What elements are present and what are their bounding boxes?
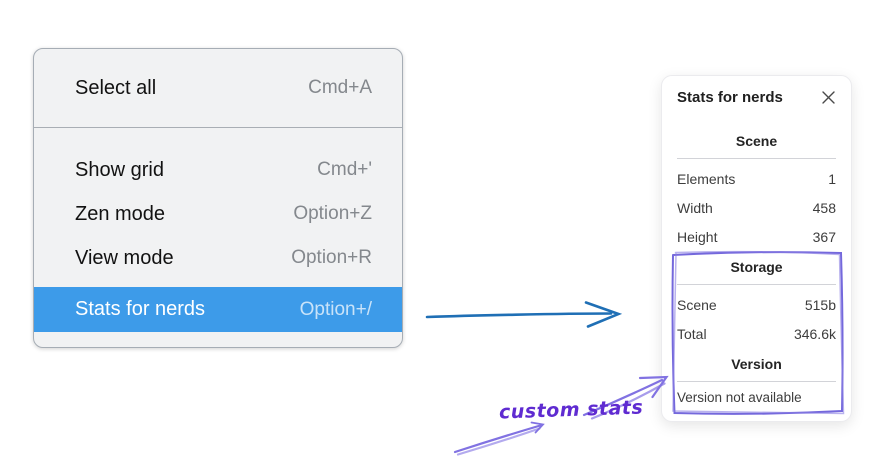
- menu-item-shortcut: Option+R: [291, 247, 372, 268]
- stat-value: 1: [828, 170, 836, 187]
- stat-label: Total: [677, 325, 707, 342]
- scene-rows: Elements 1 Width 458 Height 367: [677, 164, 836, 251]
- menu-item-label: Select all: [75, 76, 157, 99]
- section-header-storage: Storage: [730, 259, 783, 275]
- section-header-scene: Scene: [735, 133, 778, 149]
- stats-panel-header: Stats for nerds: [677, 88, 836, 107]
- flow-arrow: [425, 301, 623, 328]
- section-divider: [677, 158, 836, 159]
- storage-rows: Scene 515b Total 346.6k: [677, 290, 836, 348]
- menu-divider: [34, 127, 402, 128]
- stat-row-width: Width 458: [677, 193, 836, 222]
- section-divider: [677, 284, 836, 285]
- stat-value: 515b: [804, 296, 836, 313]
- stat-label: Width: [677, 199, 713, 216]
- menu-item-label: Show grid: [75, 158, 164, 181]
- menu-item-zen-mode[interactable]: Zen mode Option+Z: [34, 192, 402, 236]
- menu-item-select-all[interactable]: Select all Cmd+A: [34, 49, 402, 127]
- context-menu: Select all Cmd+A Show grid Cmd+' Zen mod…: [33, 48, 403, 348]
- stat-label: Height: [677, 228, 718, 245]
- x-mark-icon: [821, 91, 835, 104]
- menu-section-view-options: Show grid Cmd+' Zen mode Option+Z View m…: [34, 128, 402, 332]
- custom-stats-annotation-label: custom stats: [498, 396, 644, 424]
- stat-value: 367: [812, 228, 836, 245]
- section-header-version: Version: [731, 356, 782, 372]
- section-divider: [677, 381, 836, 382]
- menu-item-label: Stats for nerds: [75, 298, 206, 320]
- stats-panel: Stats for nerds Scene Elements 1 Width 4…: [661, 75, 852, 422]
- menu-item-shortcut: Cmd+': [317, 159, 372, 180]
- annotation-arrow-lower: [453, 421, 545, 456]
- menu-item-shortcut: Option+/: [299, 298, 372, 320]
- menu-item-label: View mode: [75, 246, 174, 269]
- stat-value: 458: [812, 199, 836, 216]
- menu-item-shortcut: Cmd+A: [308, 77, 372, 98]
- menu-item-stats-for-nerds[interactable]: Stats for nerds Option+/: [34, 287, 402, 332]
- stat-label: Scene: [677, 296, 717, 313]
- menu-item-show-grid[interactable]: Show grid Cmd+': [34, 148, 402, 192]
- stat-row-elements: Elements 1: [677, 164, 836, 193]
- menu-item-shortcut: Option+Z: [293, 203, 372, 224]
- menu-item-view-mode[interactable]: View mode Option+R: [34, 236, 402, 280]
- close-button[interactable]: [820, 90, 836, 106]
- stat-row-scene-size: Scene 515b: [677, 290, 836, 319]
- version-note: Version not available: [677, 390, 802, 405]
- menu-item-label: Zen mode: [75, 202, 166, 225]
- stats-panel-title: Stats for nerds: [677, 89, 783, 106]
- stat-row-height: Height 367: [677, 222, 836, 251]
- stat-label: Elements: [677, 170, 736, 187]
- stat-value: 346.6k: [793, 325, 836, 342]
- stat-row-total-size: Total 346.6k: [677, 319, 836, 348]
